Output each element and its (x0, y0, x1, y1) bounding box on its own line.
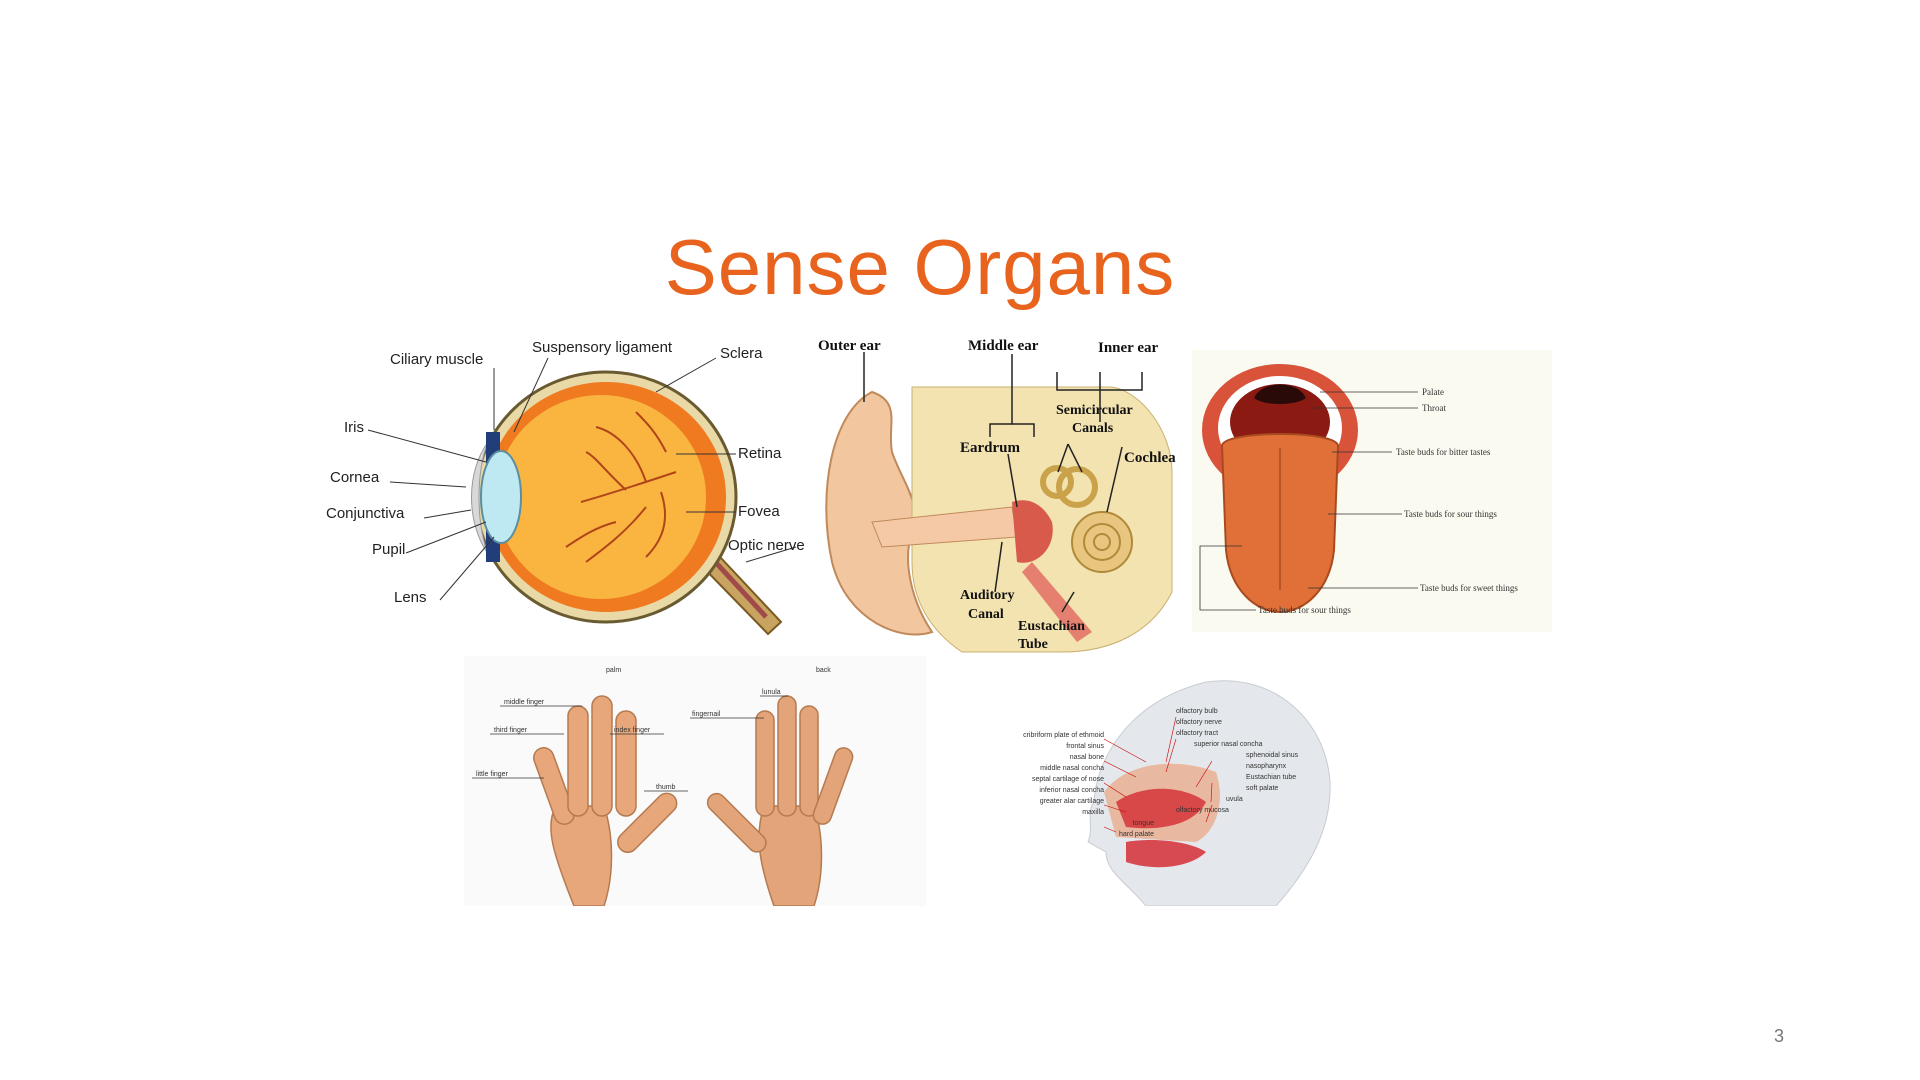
label-iris: Iris (344, 419, 364, 436)
label-pupil: Pupil (372, 541, 405, 558)
nose-diagram: cribriform plate of ethmoid frontal sinu… (976, 662, 1342, 906)
label-taste-bitter: Taste buds for bitter tastes (1396, 447, 1491, 457)
slide-title: Sense Organs (664, 223, 1176, 311)
nose-label: sphenoidal sinus (1246, 752, 1299, 759)
semicircular-canals-shape (1040, 465, 1098, 508)
label-third-finger: third finger (494, 727, 528, 734)
nose-label: septal cartilage of nose (1032, 776, 1104, 783)
label-semicircular-2: Canals (1072, 421, 1114, 436)
nose-label: soft palate (1246, 785, 1279, 792)
nose-labels-right: olfactory bulb olfactory nerve olfactory… (1176, 706, 1326, 816)
nose-label: olfactory mucosa (1176, 807, 1229, 814)
label-fovea: Fovea (738, 503, 780, 520)
cochlea-shape (1071, 511, 1133, 573)
label-cochlea: Cochlea (1124, 450, 1176, 466)
label-auditory-2: Canal (968, 607, 1004, 622)
nose-label: nasal bone (1069, 754, 1104, 761)
label-thumb: thumb (656, 784, 676, 791)
optic-vessel-shape (706, 552, 768, 619)
label-sclera: Sclera (720, 345, 763, 362)
label-outer-ear: Outer ear (818, 338, 881, 354)
label-eustachian-1: Eustachian (1018, 619, 1085, 634)
nose-label: Eustachian tube (1246, 774, 1297, 781)
nose-label: olfactory bulb (1176, 708, 1218, 715)
label-lens: Lens (394, 589, 427, 606)
nose-label: uvula (1226, 796, 1243, 803)
nose-label: inferior nasal concha (1039, 787, 1104, 794)
eye-diagram: Ciliary muscle Suspensory ligament Scler… (316, 332, 812, 654)
back-hand-shape (706, 695, 854, 906)
middle-ear-shape (1012, 500, 1053, 563)
nose-label: hard palate (1118, 831, 1154, 838)
nose-label: maxilla (1082, 809, 1104, 816)
hands-diagram: palm back middle fi (464, 656, 926, 906)
label-little-finger: little finger (476, 771, 509, 778)
label-palate: Palate (1422, 387, 1444, 397)
nasal-conchae-shape (1116, 788, 1206, 829)
tongue-shape-nose (1126, 840, 1206, 868)
label-lunula: lunula (762, 689, 781, 696)
label-throat: Throat (1422, 403, 1446, 413)
nose-leader-lines (1103, 716, 1213, 833)
nose-label: cribriform plate of ethmoid (1023, 732, 1104, 739)
ear-bracket-lines (863, 352, 1143, 613)
label-index-finger: index finger (614, 727, 651, 734)
nose-label: superior nasal concha (1194, 741, 1263, 748)
lens-shape (480, 450, 522, 544)
nose-label: olfactory nerve (1176, 719, 1222, 726)
label-conjunctiva: Conjunctiva (326, 505, 405, 522)
label-fingernail: fingernail (692, 711, 721, 718)
outer-ear-shape (825, 390, 934, 636)
nose-label: nasopharynx (1246, 763, 1287, 770)
label-suspensory-ligament: Suspensory ligament (532, 339, 673, 356)
palm-hand-shape (532, 695, 678, 906)
label-retina: Retina (738, 445, 782, 462)
nose-label: frontal sinus (1066, 743, 1104, 750)
nose-label: olfactory tract (1176, 730, 1219, 737)
label-palm: palm (606, 667, 621, 674)
label-semicircular-1: Semicircular (1056, 403, 1133, 418)
label-back: back (816, 667, 831, 674)
label-middle-finger: middle finger (504, 699, 545, 706)
ear-diagram: Outer ear Middle ear Inner ear Semicircu… (812, 332, 1192, 654)
eye-leader-lines (367, 357, 797, 601)
label-eardrum: Eardrum (960, 440, 1021, 456)
nose-label: middle nasal concha (1040, 765, 1104, 772)
label-taste-sweet: Taste buds for sweet things (1420, 583, 1518, 593)
tongue-leader-lines (1199, 391, 1418, 611)
eustachian-tube-shape (1022, 562, 1092, 642)
label-eustachian-2: Tube (1018, 637, 1048, 652)
label-taste-sour-right: Taste buds for sour things (1404, 509, 1497, 519)
label-inner-ear: Inner ear (1098, 340, 1158, 356)
label-ciliary-muscle: Ciliary muscle (390, 351, 483, 368)
nose-label: greater alar cartilage (1039, 798, 1104, 805)
retina-vessels (565, 411, 677, 563)
uvula-shape (1254, 384, 1306, 404)
nose-labels-left: cribriform plate of ethmoid frontal sinu… (978, 730, 1154, 840)
label-auditory-1: Auditory (960, 588, 1014, 603)
page-number: 3 (1773, 1026, 1784, 1046)
hands-leader-lines (472, 695, 788, 792)
label-middle-ear: Middle ear (968, 338, 1039, 354)
tongue-diagram: Palate Throat Taste buds for bitter tast… (1192, 350, 1552, 632)
label-cornea: Cornea (330, 469, 380, 486)
label-optic-nerve: Optic nerve (728, 537, 805, 554)
label-taste-sour-bottom: Taste buds for sour things (1258, 605, 1351, 615)
nose-label: tongue (1132, 820, 1154, 827)
